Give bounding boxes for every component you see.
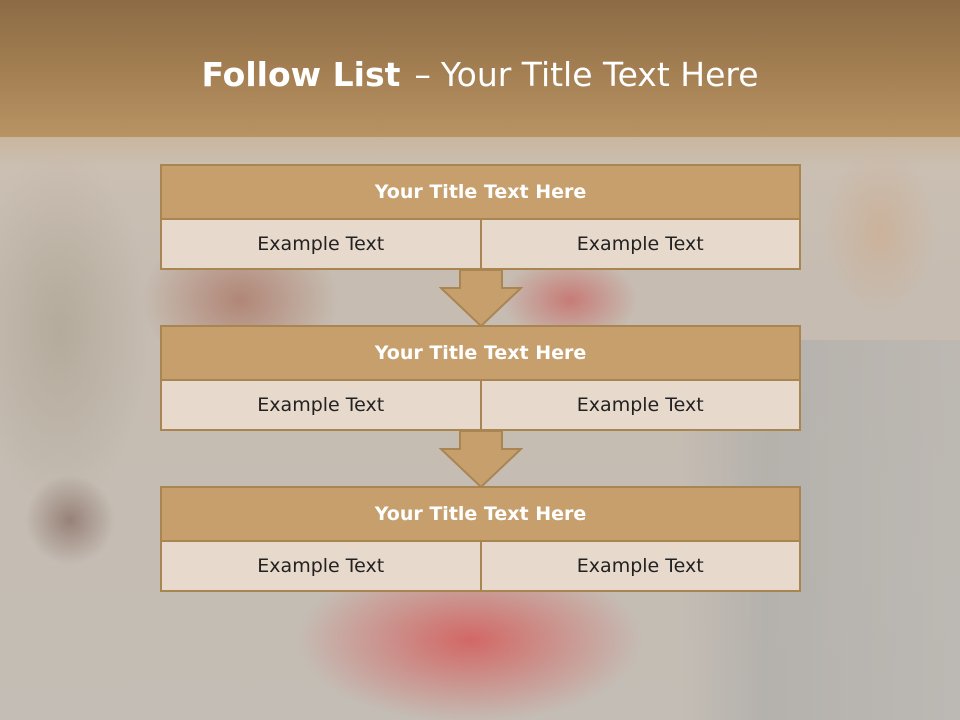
block-cell-left: Example Text xyxy=(160,542,482,592)
down-arrow-icon xyxy=(439,431,523,489)
block-cell-left: Example Text xyxy=(160,220,482,270)
block-cell-left: Example Text xyxy=(160,381,482,431)
block-cell-right: Example Text xyxy=(481,220,801,270)
slide-title-main: Follow List xyxy=(201,55,401,94)
block-row: Example Text Example Text xyxy=(160,220,801,270)
title-bar-fade xyxy=(0,137,960,167)
slide-title: Follow List–Your Title Text Here xyxy=(0,55,960,94)
list-block-2: Your Title Text Here Example Text Exampl… xyxy=(160,325,801,431)
title-bar xyxy=(0,0,960,137)
slide-title-dash: – xyxy=(414,55,431,94)
down-arrow-icon xyxy=(439,270,523,328)
slide-title-sub: Your Title Text Here xyxy=(440,55,759,94)
block-heading: Your Title Text Here xyxy=(160,325,801,381)
block-row: Example Text Example Text xyxy=(160,381,801,431)
list-block-1: Your Title Text Here Example Text Exampl… xyxy=(160,164,801,270)
block-row: Example Text Example Text xyxy=(160,542,801,592)
block-heading: Your Title Text Here xyxy=(160,486,801,542)
block-cell-right: Example Text xyxy=(481,381,801,431)
block-cell-right: Example Text xyxy=(481,542,801,592)
block-heading: Your Title Text Here xyxy=(160,164,801,220)
list-block-3: Your Title Text Here Example Text Exampl… xyxy=(160,486,801,592)
